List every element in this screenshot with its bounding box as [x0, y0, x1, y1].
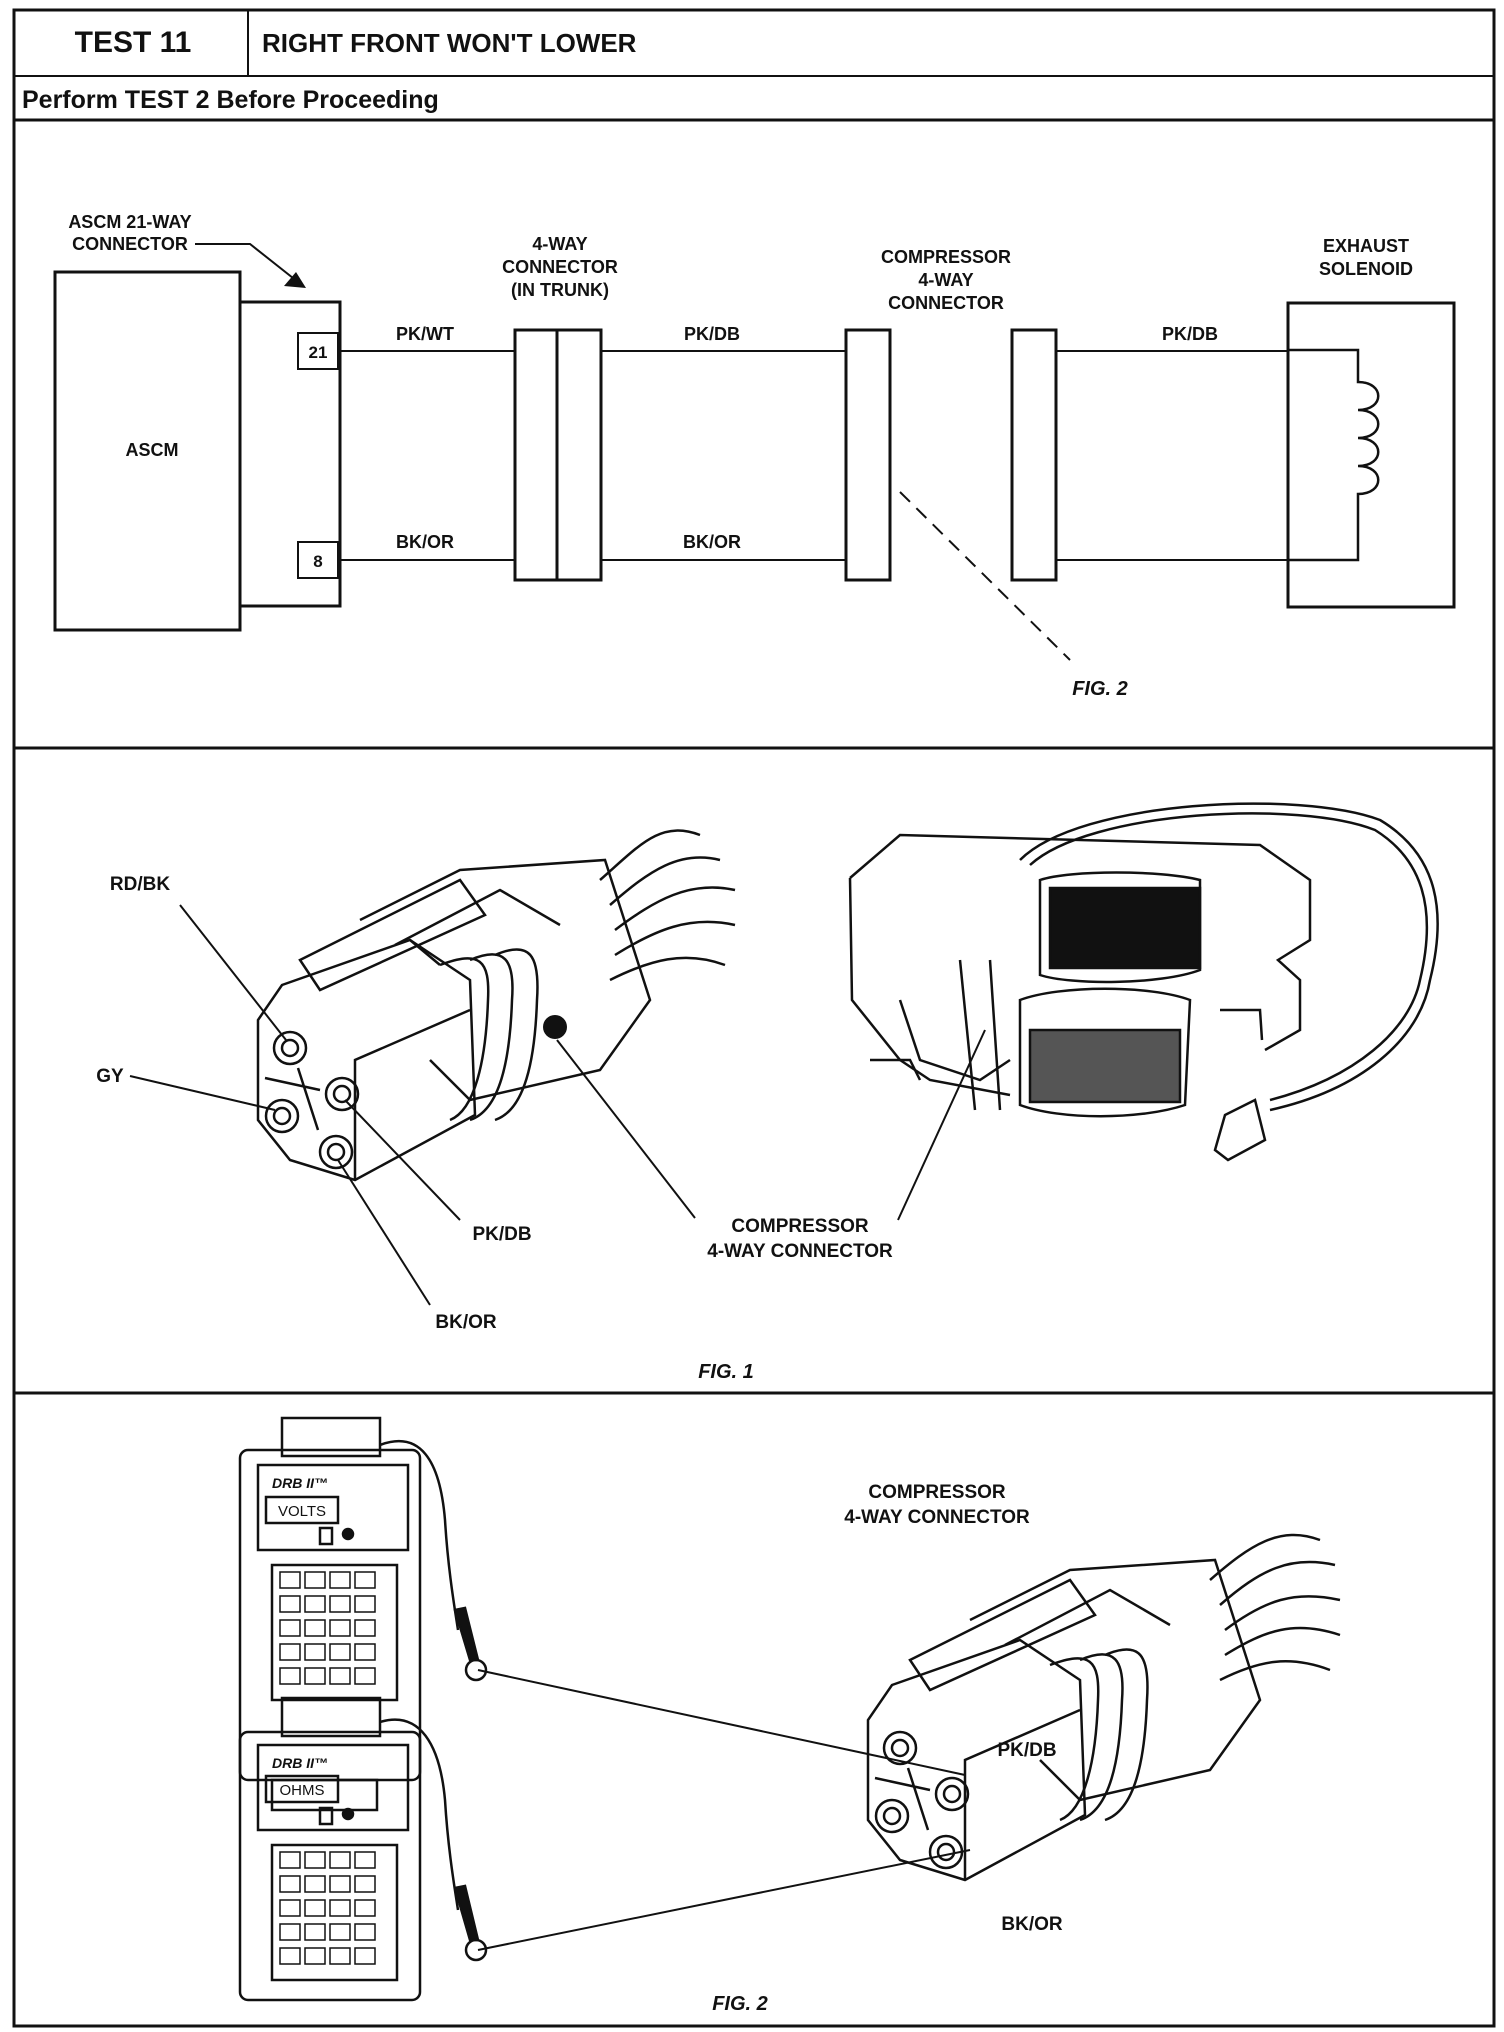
fig2-caption: FIG. 2	[712, 1993, 768, 2015]
fig2-reference-leader	[899, 491, 1071, 661]
fig2-connector-drawing	[866, 1533, 1341, 1882]
wires	[340, 350, 1288, 561]
compressor-label-line2: 4-WAY	[918, 270, 973, 290]
fig1-leaders	[129, 904, 986, 1306]
fig1-label-rd-bk: RD/BK	[110, 874, 170, 895]
compressor-assembly-drawing	[848, 802, 1439, 1162]
wire-label-bk-or-2: BK/OR	[683, 532, 741, 552]
four-way-label-line3: (IN TRUNK)	[511, 280, 609, 300]
pin-21: 21	[309, 343, 328, 362]
drb-meter-ohms-brand: DRB II™	[272, 1755, 328, 1771]
ascm-label: ASCM	[126, 440, 179, 460]
ascm-connector-label-line1: ASCM 21-WAY	[68, 212, 191, 232]
fig1-caption: FIG. 1	[698, 1361, 754, 1383]
compressor-label-line3: CONNECTOR	[888, 293, 1004, 313]
fig1-label-gy: GY	[96, 1066, 124, 1087]
drb-meter-volts-brand: DRB II™	[272, 1475, 328, 1491]
fig2-reference-label: FIG. 2	[1072, 678, 1128, 700]
fig2-compressor-label-line1: COMPRESSOR	[868, 1482, 1006, 1503]
four-way-connector-right	[555, 328, 603, 582]
exhaust-solenoid	[1286, 301, 1456, 609]
exhaust-label-line1: EXHAUST	[1323, 236, 1409, 256]
fig2-compressor-label-line2: 4-WAY CONNECTOR	[844, 1507, 1030, 1528]
wire-label-pk-wt: PK/WT	[396, 324, 454, 344]
wire-label-pk-db-2: PK/DB	[1162, 324, 1218, 344]
fig1-compressor-label-line1: COMPRESSOR	[731, 1216, 869, 1237]
compressor-connector-right	[1010, 328, 1058, 582]
compressor-connector-left	[844, 328, 892, 582]
solenoid-coil-symbol	[1288, 348, 1380, 562]
drb-meter-volts-keypad	[279, 1571, 376, 1685]
ascm-connector-leader	[195, 243, 299, 283]
pin-21-box	[297, 332, 339, 370]
exhaust-label-line2: SOLENOID	[1319, 259, 1413, 279]
drb-meter-ohms-keypad	[279, 1851, 376, 1965]
page-frame	[12, 8, 1496, 2028]
pin-8: 8	[313, 552, 322, 571]
fig1-compressor-label-line2: 4-WAY CONNECTOR	[707, 1241, 893, 1262]
four-way-connector-left	[513, 328, 559, 582]
wiring-schematic: ASCM 21 8 ASCM 21-WAY CONNECTOR 4-WAY CO…	[53, 212, 1456, 700]
fig2-label-pk-db: PK/DB	[997, 1740, 1056, 1761]
four-way-label-line1: 4-WAY	[532, 234, 587, 254]
fig1-connector-drawing	[256, 829, 736, 1182]
compressor-label-line1: COMPRESSOR	[881, 247, 1011, 267]
fig1-connector-dot	[543, 1015, 567, 1039]
fig1-panel: RD/BK GY PK/DB BK/OR COMPRESSOR 4-WAY CO…	[96, 802, 1439, 1383]
pin-8-box	[297, 541, 339, 579]
wire-label-pk-db-1: PK/DB	[684, 324, 740, 344]
ascm-21-way-connector	[238, 300, 342, 608]
drb-meter-volts	[238, 1416, 488, 1812]
four-way-label-line2: CONNECTOR	[502, 257, 618, 277]
prerequisite-note: Perform TEST 2 Before Proceeding	[22, 85, 439, 114]
leader-arrowhead	[284, 272, 306, 288]
drb-meter-volts-mode: VOLTS	[278, 1503, 326, 1520]
test-title: RIGHT FRONT WON'T LOWER	[262, 27, 637, 58]
test-number: TEST 11	[74, 26, 192, 59]
fig1-label-bk-or: BK/OR	[435, 1312, 497, 1333]
probe-leads	[477, 1669, 971, 1951]
fig2-label-bk-or: BK/OR	[1001, 1914, 1063, 1935]
ascm-connector-label-line2: CONNECTOR	[72, 234, 188, 254]
drb-meter-ohms	[238, 1696, 488, 2002]
wire-label-bk-or-1: BK/OR	[396, 532, 454, 552]
fig1-label-pk-db: PK/DB	[472, 1224, 531, 1245]
fig2-panel: DRB II™ VOLTS DRB	[238, 1416, 1341, 2015]
drb-meter-ohms-mode: OHMS	[280, 1782, 325, 1799]
